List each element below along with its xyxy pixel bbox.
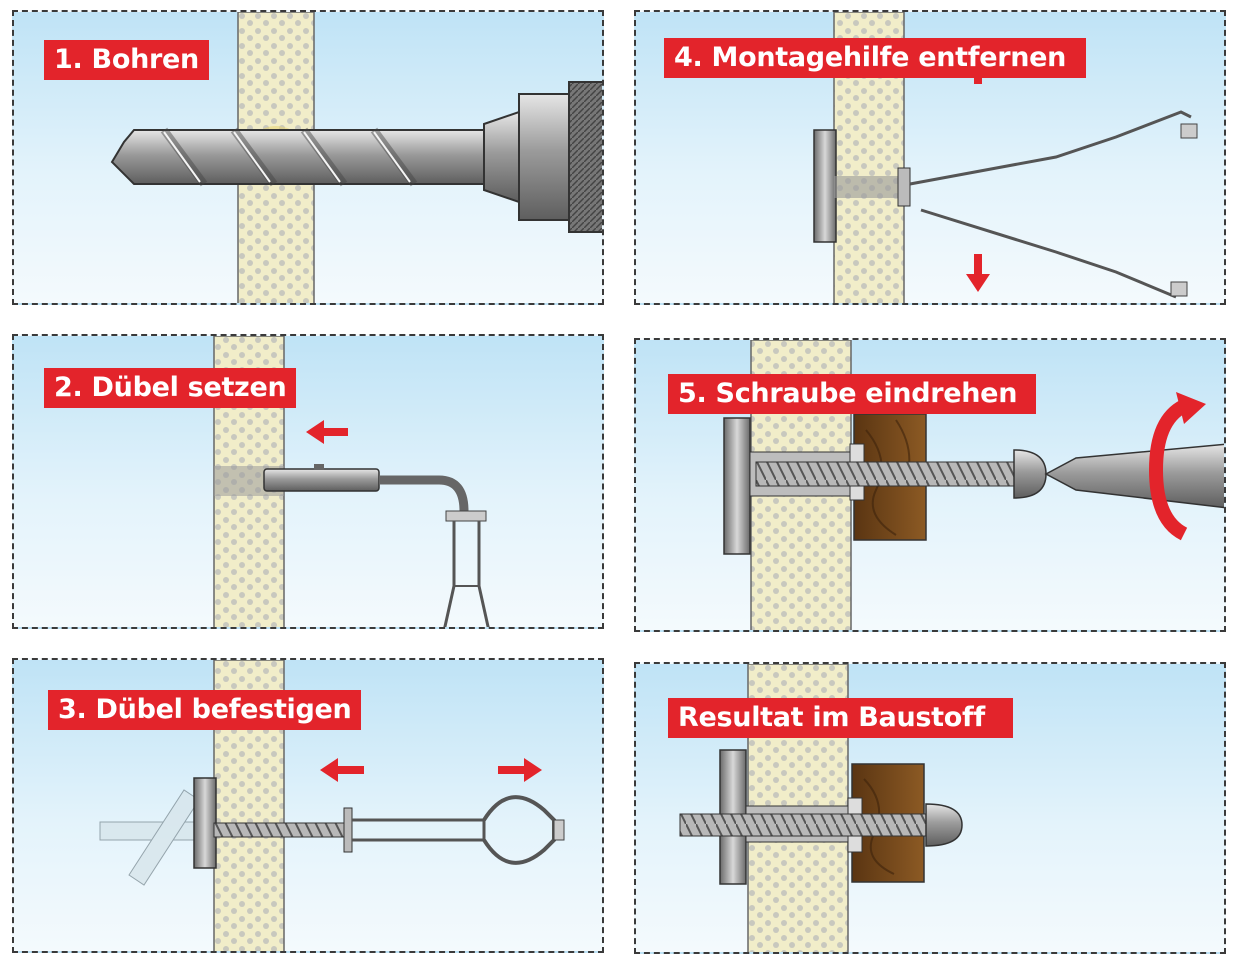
- rotation-arrow-icon: [1148, 399, 1188, 541]
- anchor-sleeve: [263, 468, 380, 492]
- step-3-panel: 3. Dübel befestigen: [12, 658, 604, 953]
- step-2-title: 2. Dübel setzen: [44, 368, 297, 408]
- anchor-flange: [813, 129, 837, 243]
- arrow-right-icon: [498, 758, 542, 782]
- step-3-title: 3. Dübel befestigen: [48, 690, 362, 730]
- arrow-down-icon: [966, 254, 990, 292]
- threaded-rod: [213, 822, 350, 838]
- step-1-title: 1. Bohren: [44, 40, 209, 80]
- screw-head: [1013, 449, 1047, 499]
- tool-shaft: [352, 818, 486, 842]
- step-5-title: 5. Schraube eindrehen: [668, 374, 1036, 414]
- tool-arm-upper: [909, 110, 1192, 186]
- drilling-illustration: [110, 12, 602, 303]
- anchor-flange: [193, 777, 217, 869]
- screw-thread: [679, 813, 927, 837]
- mounting-tool-grip: [443, 510, 490, 627]
- arrow-left-icon: [306, 420, 348, 444]
- step-2-panel: 2. Dübel setzen: [12, 334, 604, 629]
- tool-arm-lower: [920, 208, 1177, 299]
- result-panel: Resultat im Baustoff: [634, 662, 1226, 954]
- anchor-flange: [723, 417, 751, 555]
- step-1-panel: 1. Bohren: [12, 10, 604, 305]
- toggle-wings: [99, 789, 211, 886]
- screw-thread: [755, 461, 1015, 487]
- anchor-tab: [314, 464, 324, 470]
- drill-chuck: [483, 81, 602, 233]
- result-title: Resultat im Baustoff: [668, 698, 1013, 738]
- step-4-title: 4. Montagehilfe entfernen: [664, 38, 1086, 78]
- step-4-panel: 4. Montagehilfe entfernen: [634, 10, 1226, 305]
- screwdriver: [1044, 443, 1224, 509]
- arrow-left-icon: [320, 758, 364, 782]
- anchor-in-wall: [834, 176, 904, 198]
- screw-head: [925, 803, 963, 847]
- tool-loop-handle: [482, 795, 556, 865]
- tool-stopper: [343, 807, 353, 853]
- step-5-panel: 5. Schraube eindrehen: [634, 338, 1226, 632]
- drill-bit: [110, 127, 485, 187]
- result-illustration: [679, 664, 963, 952]
